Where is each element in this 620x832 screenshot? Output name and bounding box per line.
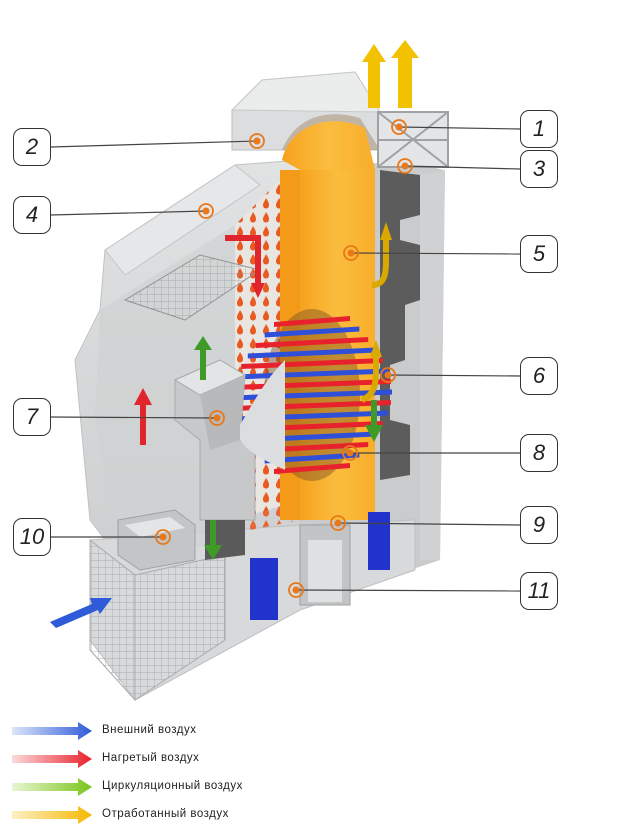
- exhaust-arrows: [360, 40, 419, 403]
- leader-line-4: [50, 210, 207, 216]
- legend-arrows: [12, 722, 92, 824]
- callout-2: 2: [13, 128, 51, 166]
- callout-markers: [155, 119, 413, 598]
- coil-plate: [264, 452, 360, 464]
- leader-line-3: [404, 165, 521, 170]
- coil-plate: [255, 337, 369, 348]
- callout-9: 9: [520, 506, 558, 544]
- air-duct: [173, 359, 285, 521]
- marker-11: [288, 582, 304, 598]
- marker-9: [330, 515, 346, 531]
- callout-3: 3: [520, 150, 558, 188]
- marker-1: [391, 119, 407, 135]
- exhaust-fan-frame: [377, 111, 449, 168]
- legend-label-exhaust-air: Отработанный воздух: [102, 808, 229, 820]
- marker-5: [343, 245, 359, 261]
- heat-exchanger-coils: [232, 309, 392, 481]
- circulation-arrows: [194, 336, 383, 560]
- callout-1: 1: [520, 110, 558, 148]
- leader-line-2: [50, 140, 258, 148]
- coil-plate: [247, 347, 377, 359]
- service-door-left: [250, 558, 278, 620]
- marker-4: [198, 203, 214, 219]
- legend-arrow-4: [12, 806, 92, 824]
- callout-10: 10: [13, 518, 51, 556]
- legend-arrow-2: [12, 750, 92, 768]
- coil-plate: [274, 316, 350, 327]
- leader-line-1: [398, 126, 521, 130]
- service-door-right: [368, 512, 390, 570]
- outside-air-arrow: [50, 598, 112, 628]
- callout-11: 11: [520, 572, 558, 610]
- coil-plate: [241, 358, 383, 369]
- legend-arrow-1: [12, 722, 92, 740]
- marker-7: [209, 410, 225, 426]
- marker-10: [155, 529, 171, 545]
- callout-8: 8: [520, 434, 558, 472]
- leader-line-7: [50, 416, 218, 419]
- leader-line-6: [387, 374, 521, 377]
- marker-3: [397, 158, 413, 174]
- legend-label-circulation-air: Циркуляционный воздух: [102, 780, 243, 792]
- marker-2: [249, 133, 265, 149]
- marker-6: [380, 367, 396, 383]
- legend-arrow-3: [12, 778, 92, 796]
- callout-5: 5: [520, 235, 558, 273]
- callout-7: 7: [13, 398, 51, 436]
- leader-line-9: [337, 522, 521, 526]
- coil-plate: [274, 463, 350, 474]
- callout-leaders: [50, 126, 521, 592]
- callout-4: 4: [13, 196, 51, 234]
- leader-line-11: [295, 589, 521, 592]
- coil-plate: [264, 326, 360, 338]
- legend-label-heated-air: Нагретый воздух: [102, 752, 200, 764]
- callout-6: 6: [520, 357, 558, 395]
- lower-chamber: [205, 520, 351, 606]
- marker-8: [342, 445, 358, 461]
- leader-line-5: [350, 252, 521, 255]
- heated-air-arrows: [134, 235, 265, 445]
- legend-label-outside-air: Внешний воздух: [102, 724, 197, 736]
